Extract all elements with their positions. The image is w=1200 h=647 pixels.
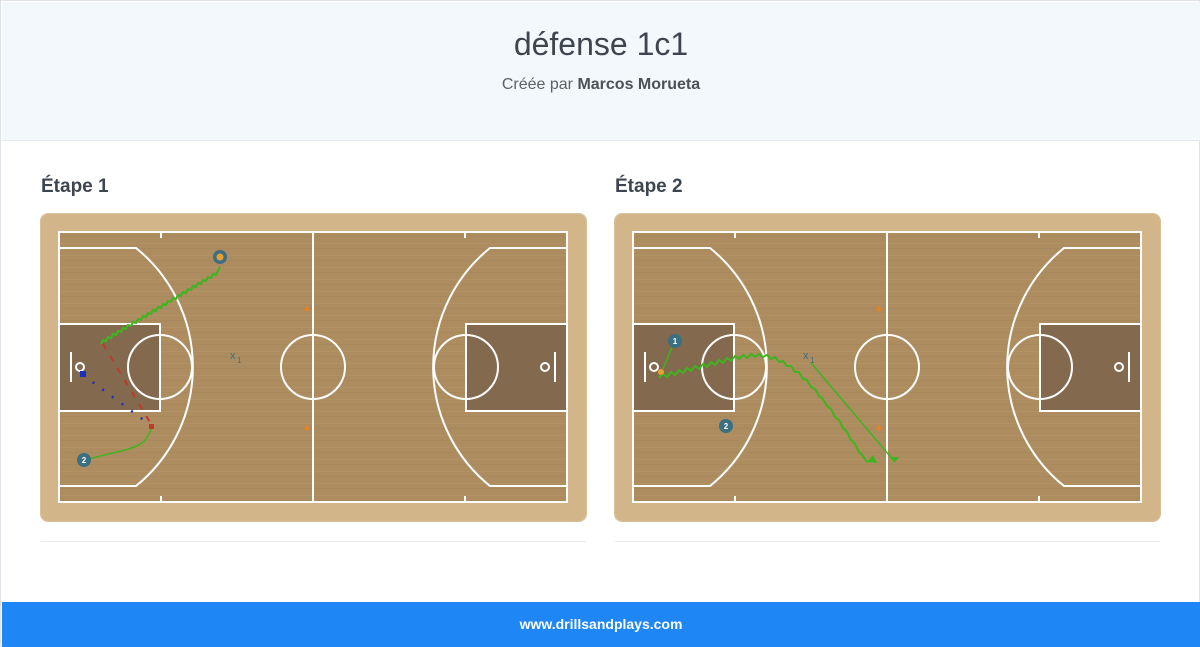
page-header: défense 1c1 Créée par Marcos Morueta bbox=[2, 2, 1200, 141]
step-2: Étape 2 bbox=[615, 175, 1160, 542]
svg-text:1: 1 bbox=[237, 356, 242, 365]
svg-text:x: x bbox=[230, 350, 236, 362]
step-2-title: Étape 2 bbox=[615, 176, 683, 197]
step-2-court-diagram: x 1 1 2 bbox=[615, 214, 1160, 521]
svg-text:1: 1 bbox=[673, 337, 678, 346]
cone-icon bbox=[304, 424, 310, 430]
footer-site-link[interactable]: www.drillsandplays.com bbox=[519, 616, 683, 632]
svg-text:x: x bbox=[803, 350, 809, 362]
cone-icon bbox=[876, 305, 882, 311]
step-2-court[interactable]: x 1 1 2 bbox=[615, 214, 1160, 521]
step-1: Étape 1 bbox=[41, 175, 586, 542]
created-by-label: Créée par bbox=[501, 76, 573, 93]
author-name: Marcos Morueta bbox=[577, 76, 701, 93]
step-1-title: Étape 1 bbox=[41, 176, 109, 197]
svg-text:2: 2 bbox=[724, 422, 729, 431]
step-1-court[interactable]: x 1 2 bbox=[41, 214, 586, 521]
cone-icon bbox=[304, 305, 310, 311]
svg-text:2: 2 bbox=[82, 456, 87, 465]
step-1-divider bbox=[41, 541, 586, 542]
step-2-divider bbox=[615, 541, 1160, 542]
site-footer: www.drillsandplays.com bbox=[2, 602, 1200, 647]
step-1-court-diagram: x 1 2 bbox=[41, 214, 586, 521]
author-line: Créée par Marcos Morueta bbox=[2, 76, 1200, 94]
cone-icon bbox=[876, 424, 882, 430]
page-title: défense 1c1 bbox=[513, 26, 689, 62]
svg-text:1: 1 bbox=[810, 356, 815, 365]
